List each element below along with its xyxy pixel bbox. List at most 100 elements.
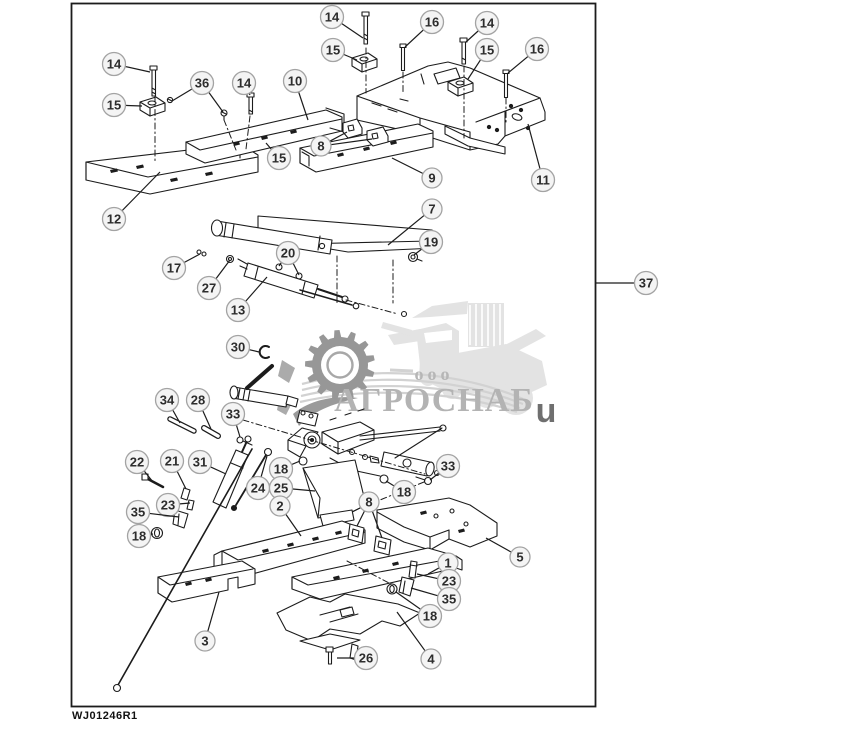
callout-14: 14 [101,51,151,77]
callout-number: 3 [201,634,208,649]
diagram-border [70,2,597,708]
callout-bubble [154,387,180,413]
part-nut-27 [225,254,235,264]
callout-28: 28 [185,387,212,430]
callout-number: 15 [107,98,121,113]
callout-number: 24 [251,481,266,496]
callout-leader-line [342,53,358,61]
callout-number: 4 [427,652,435,667]
callout-33: 33 [220,401,246,438]
callout-14: 14 [465,10,500,43]
callout-leader-line [260,455,268,479]
callout-leader-line [171,408,181,424]
callout-bubble [421,198,443,220]
callout-bubble [421,167,443,189]
callout-23: 23 [416,568,462,594]
watermark-suffix-letter: u [536,392,557,430]
callout-bubble [225,334,251,360]
callout-leader-line [429,471,441,481]
part-hardware-left [141,473,195,540]
callout-15: 15 [320,37,358,63]
callout-22: 22 [124,449,154,483]
callout-bubble [187,449,213,475]
callout-5: 5 [485,537,531,568]
callout-number: 14 [237,76,252,91]
callout-bubble [124,449,150,475]
callout-leader-line [467,58,482,80]
callout-18: 18 [268,456,301,482]
callout-leader-line [290,460,301,466]
callout-number: 30 [231,340,245,355]
callout-36: 36 [171,70,224,113]
callout-number: 35 [131,505,145,520]
callout-number: 21 [165,454,179,469]
callout-bubble [474,10,500,36]
part-clamps-8-top [342,118,389,147]
callout-bubble [125,499,151,525]
callout-number: 11 [536,173,550,188]
part-pivot-shaft [229,385,319,436]
callout-bubble [161,255,187,281]
callout-9: 9 [391,157,443,189]
callout-bubble [185,387,211,413]
callout-number: 27 [202,281,216,296]
callout-number: 15 [272,151,286,166]
callout-16: 16 [507,36,550,74]
callout-leader-line [292,262,300,276]
callout-leader-line [340,22,364,39]
part-plate-25 [302,459,367,527]
callout-number: 5 [516,550,523,565]
callout-bubble [220,401,246,427]
callout-leader-line [395,591,422,611]
callout-leader-line [244,276,268,303]
callout-leader-line [416,573,439,580]
callout-number: 17 [167,261,181,276]
callout-number: 13 [231,303,245,318]
callout-leader-line [178,502,191,505]
callout-18: 18 [395,591,443,629]
callout-number: 7 [428,202,435,217]
watermark-company-name: АГРОСНАБ [334,382,534,419]
callout-14: 14 [231,70,257,96]
callout-3: 3 [194,591,220,652]
callout-bubble [269,495,291,517]
part-sleeve-28 [201,425,221,439]
callout-14: 14 [319,4,364,39]
callout-number: 31 [193,455,207,470]
callout-21: 21 [159,448,187,490]
callout-bubble [474,37,500,63]
part-cable-thick [245,364,274,390]
callout-leader-line [124,65,151,73]
callout-leader-line [291,488,316,492]
callout-31: 31 [187,449,227,475]
callout-leader-line [297,90,309,121]
callout-bubble [159,448,185,474]
callout-16: 16 [404,9,445,48]
watermark-prefix: ооо [415,364,454,384]
callout-34: 34 [154,387,181,424]
callout-bubble [282,68,308,94]
callout-bubble [633,270,659,296]
callout-leader-line [148,512,180,518]
part-hardware-right [298,456,418,665]
part-shock-31 [212,435,252,509]
callout-number: 9 [428,171,435,186]
callout-leader-line [507,55,530,74]
callout-bubble [524,36,550,62]
callout-leader-line [201,409,212,430]
callout-10: 10 [282,68,309,121]
callout-bubble [353,645,379,671]
callout-leader-line [284,513,302,537]
callout-leader-line [328,131,348,143]
callout-number: 20 [281,246,295,261]
callout-number: 18 [274,462,288,477]
callout-number: 16 [425,15,439,30]
callout-leader-line [385,480,396,488]
callout-bubble [319,4,345,30]
part-washers-20 [275,263,303,280]
callout-18: 18 [126,523,154,549]
callout-12: 12 [101,171,161,232]
callout-leader-line [124,104,143,107]
